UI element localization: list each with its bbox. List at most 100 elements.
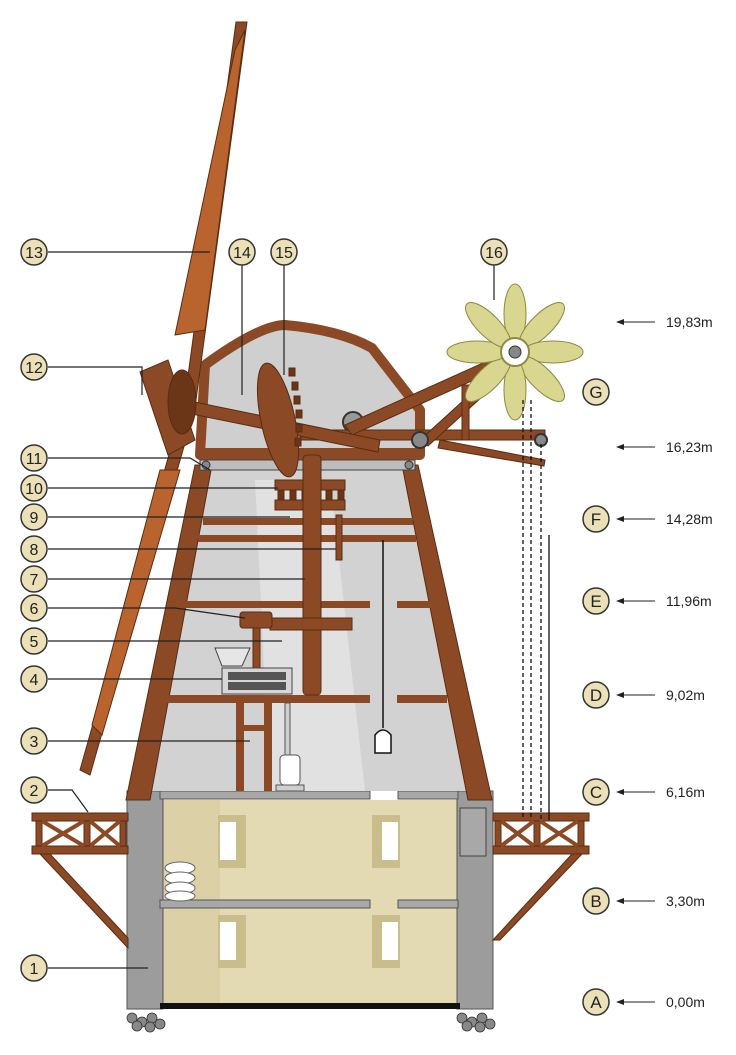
millstone-support-right (264, 703, 272, 791)
level-marker-circle (582, 378, 610, 406)
callout-circle (20, 444, 48, 472)
callout-number: 3 (30, 734, 39, 751)
main-shaft (302, 454, 322, 696)
callout-circle (20, 594, 48, 622)
brake-wheel-cogs (288, 367, 303, 447)
level-letter: F (591, 510, 601, 529)
sack-hoist-weight (374, 729, 392, 754)
millstone-upper (228, 672, 286, 680)
height-label: 6,16m (666, 784, 705, 800)
sail-lower-lattice (91, 469, 181, 736)
cap (195, 320, 425, 471)
foundation-middle-floor-right (397, 899, 459, 909)
foundation (126, 790, 496, 1033)
callout-number: 13 (25, 245, 43, 262)
level-letter: B (590, 892, 601, 911)
brake-wheel (256, 362, 300, 478)
sails (79, 21, 248, 776)
level-letter: E (590, 592, 601, 611)
foundation-ground (160, 1003, 460, 1009)
callout-circle (20, 954, 48, 982)
callout-circle (20, 665, 48, 693)
height-arrowhead (616, 319, 624, 325)
height-label: 9,02m (666, 687, 705, 703)
millstones (214, 647, 293, 695)
window-glass (382, 922, 398, 960)
callout-circle (228, 238, 256, 266)
foundation-door (459, 807, 487, 857)
height-arrowhead (616, 999, 624, 1005)
callout-circle (270, 238, 298, 266)
height-label: 14,28m (666, 511, 713, 527)
height-arrowhead (616, 898, 624, 904)
callout-circle (20, 565, 48, 593)
cap-frame (200, 448, 420, 458)
callout-number: 12 (25, 360, 43, 377)
height-arrowhead (616, 516, 624, 522)
callout-circle (20, 535, 48, 563)
callout-number: 16 (485, 245, 503, 262)
floor-d (163, 695, 370, 703)
callout-circle (20, 776, 48, 804)
level-marker-circle (582, 988, 610, 1016)
window-glass (382, 822, 398, 860)
rubble-right (456, 1012, 496, 1033)
callout-number: 4 (30, 672, 39, 689)
leader-lines (48, 251, 495, 969)
level-marker-circle (582, 681, 610, 709)
millstone-support-bar (236, 725, 272, 731)
window-glass (220, 922, 236, 960)
sail-upper-lattice (174, 29, 246, 336)
height-label: 19,83m (666, 314, 713, 330)
callout-circle (20, 627, 48, 655)
window-glass (220, 822, 236, 860)
level-marker-circle (582, 587, 610, 615)
callout-number: 10 (25, 481, 43, 498)
level-letter: D (590, 686, 602, 705)
callout-number: 2 (30, 783, 39, 800)
callout-number: 6 (30, 601, 39, 618)
fantail-chains (522, 400, 550, 820)
fantail (446, 283, 584, 421)
height-label: 11,96m (666, 593, 712, 609)
foundation-top-slab-right (397, 790, 459, 800)
meal-bin (279, 754, 301, 786)
callout-circle (20, 238, 48, 266)
millstone-support-left (236, 703, 244, 791)
height-label: 3,30m (666, 893, 705, 909)
meal-bin-base (275, 784, 305, 792)
callout-circle (480, 238, 508, 266)
foundation-middle-floor (159, 899, 371, 909)
callout-circle (20, 353, 48, 381)
level-marker-circle (582, 505, 610, 533)
level-letter: G (589, 383, 602, 402)
callout-number: 7 (30, 572, 39, 589)
sack-hoist-bar (335, 514, 343, 561)
callout-number: 14 (233, 245, 251, 262)
stage-gallery (31, 812, 590, 950)
callout-circle (20, 474, 48, 502)
height-arrowhead (616, 692, 624, 698)
callout-number: 15 (275, 245, 293, 262)
height-label: 16,23m (666, 439, 713, 455)
floor-d-right (397, 695, 447, 703)
level-marker-circle (582, 778, 610, 806)
height-arrowhead (616, 598, 624, 604)
stone-nut (239, 611, 273, 629)
rubble-left (126, 1012, 166, 1033)
floor-e-right (397, 601, 435, 608)
height-arrowhead (616, 444, 624, 450)
callout-circle (20, 727, 48, 755)
height-label: 0,00m (666, 994, 705, 1010)
foundation-top-slab (159, 790, 371, 800)
foundation-wall-left (126, 790, 164, 1010)
floor-e (180, 601, 370, 608)
millstone-case (221, 667, 293, 695)
callout-circle (20, 503, 48, 531)
hopper (214, 647, 251, 667)
millstone-lower (228, 682, 286, 690)
level-letter: A (590, 993, 602, 1012)
